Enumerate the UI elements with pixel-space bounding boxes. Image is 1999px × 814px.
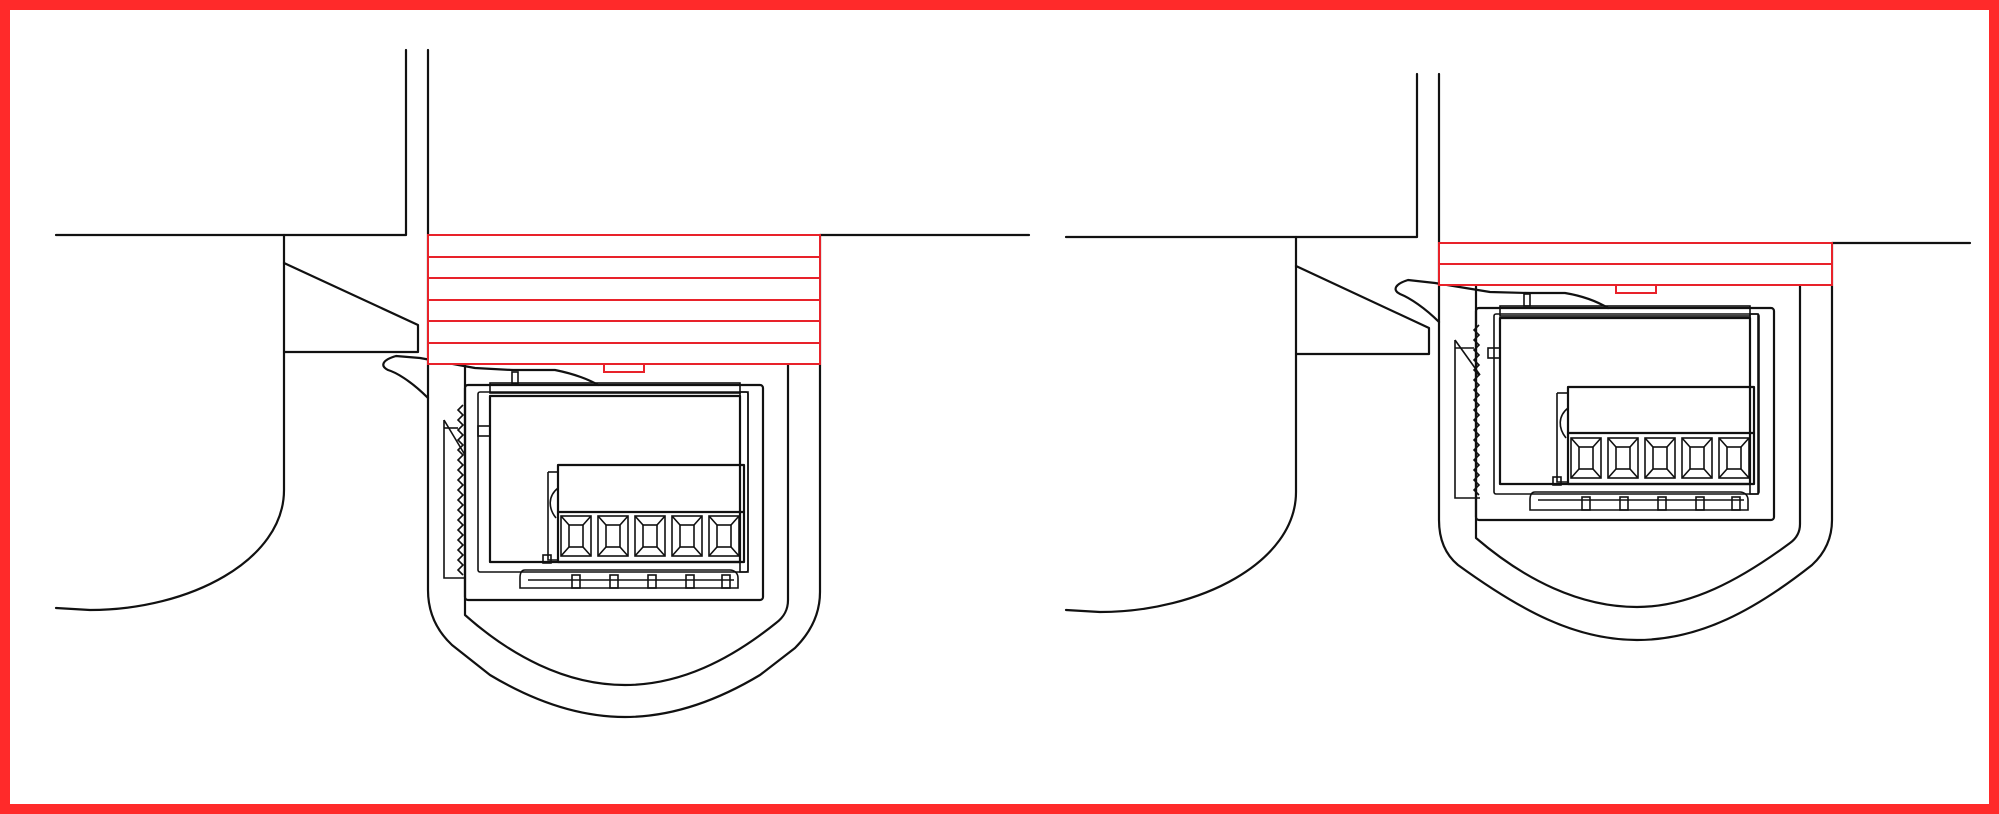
left-terminal: [708, 515, 740, 557]
left-serrated-rail: [443, 404, 466, 579]
left-terminal: [560, 515, 592, 557]
right-terminal: [1718, 437, 1750, 479]
left-terminal: [671, 515, 703, 557]
drawing-canvas: [54, 48, 1972, 719]
right-terminal-block: [1552, 385, 1756, 486]
right-terminal: [1607, 437, 1639, 479]
right-stepped-body: [1064, 235, 1431, 614]
left-highlight-stack: [427, 234, 821, 373]
left-terminal-block: [542, 463, 746, 564]
right-upper-wall: [1064, 72, 1972, 642]
left-module-housing: [463, 382, 765, 602]
left-inner-channel: [463, 363, 790, 687]
right-panel: [1064, 72, 1972, 642]
right-inner-channel: [1474, 283, 1802, 609]
right-module-housing: [1474, 305, 1776, 522]
right-highlight-stack: [1438, 242, 1833, 294]
left-terminal: [634, 515, 666, 557]
left-terminal: [597, 515, 629, 557]
right-terminal: [1681, 437, 1713, 479]
left-panel: [54, 48, 1031, 719]
right-terminal: [1570, 437, 1602, 479]
left-stepped-body: [54, 233, 420, 612]
right-terminal: [1644, 437, 1676, 479]
